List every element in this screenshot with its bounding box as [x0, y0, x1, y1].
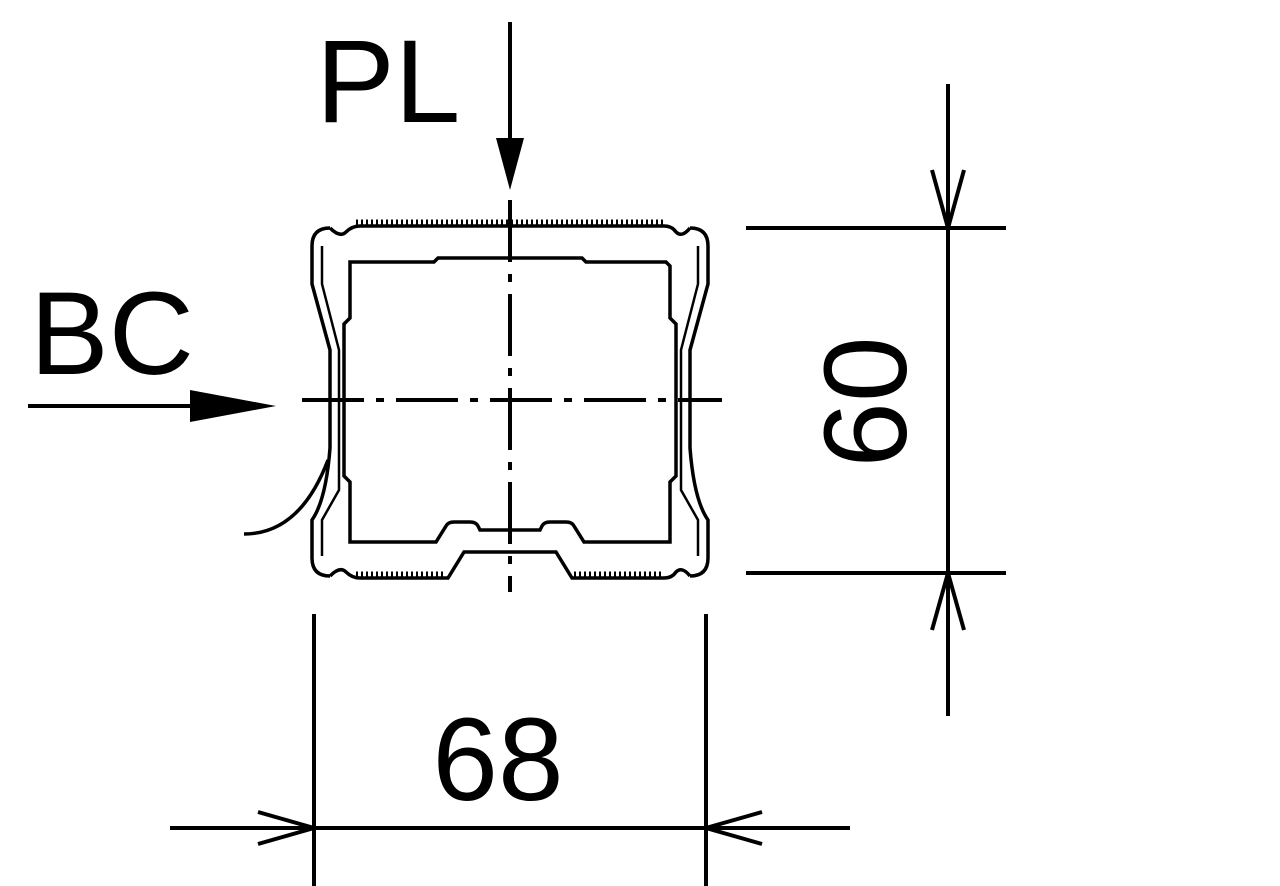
- pl-force-arrow: [496, 22, 524, 190]
- height-dimension-value: 60: [800, 336, 932, 467]
- inner-profile: [342, 256, 678, 544]
- sweep-arc: [243, 459, 330, 536]
- width-dimension: [170, 614, 850, 886]
- width-dimension-value: 68: [432, 694, 563, 826]
- outer-profile: [310, 224, 710, 580]
- bc-label: BC: [30, 268, 194, 400]
- pl-label: PL: [316, 16, 460, 148]
- knurled-faces: [356, 219, 664, 577]
- height-dimension: [746, 84, 1006, 716]
- bc-force-arrow: [28, 390, 276, 422]
